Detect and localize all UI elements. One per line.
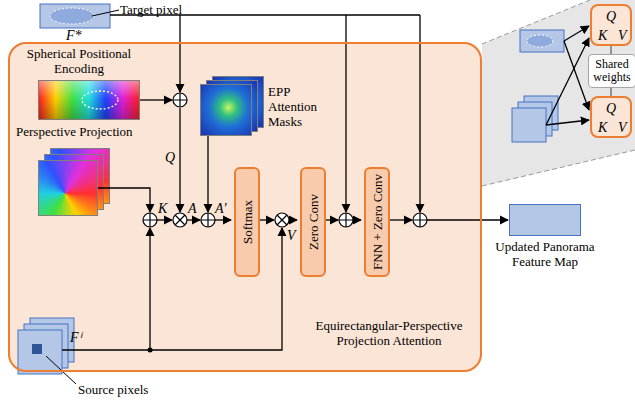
wire (324, 219, 338, 220)
multiply-symbol (275, 213, 289, 227)
wire (546, 120, 589, 125)
source-map (18, 330, 62, 374)
block-label: Zero Conv (306, 194, 321, 250)
zoom-region (482, 0, 635, 186)
symbol: Fⁱ (70, 330, 81, 345)
wire (427, 219, 508, 220)
softmax-box: Softmax (234, 167, 260, 277)
wire (187, 219, 200, 220)
section-label: Spherical Positional Encoding (14, 46, 144, 76)
wire (388, 219, 412, 220)
wire (546, 38, 589, 125)
wire (419, 15, 420, 212)
wire (140, 99, 172, 100)
matrix-symbol: K (598, 28, 607, 43)
feature-map-node: Updated Panorama Feature Map (485, 204, 605, 274)
matrix-symbol: Q (606, 9, 616, 24)
target-map (40, 4, 110, 28)
wire (258, 219, 274, 220)
section-label: Perspective Projection (16, 124, 133, 139)
matrix-symbol: K (598, 120, 607, 135)
wire (207, 136, 208, 212)
add-symbol (201, 213, 215, 227)
symbol: K (158, 201, 167, 216)
wire (179, 108, 180, 212)
matrix-symbol: V (618, 120, 627, 135)
connector (610, 88, 611, 96)
conv-box: Zero Conv (300, 167, 326, 277)
matrix-symbol: V (618, 28, 627, 43)
add-symbol (339, 213, 353, 227)
symbol: V (287, 228, 296, 243)
box-label: Shared weights (589, 58, 635, 84)
leader-line (46, 356, 76, 384)
multiply-symbol (173, 213, 187, 227)
add-symbol (413, 213, 427, 227)
symbol: F* (66, 28, 82, 43)
target-pixel (527, 35, 553, 47)
wire (564, 41, 589, 110)
callout: Source pixels (78, 382, 148, 397)
wire (157, 219, 172, 220)
wire (289, 219, 297, 220)
projection-image (38, 160, 98, 216)
pixel-region (82, 91, 118, 109)
attention-mask-image (200, 84, 252, 136)
map-label: Updated Panorama Feature Map (485, 239, 605, 269)
wire (564, 26, 589, 41)
add-symbol (173, 93, 187, 107)
attention-module-panel: Equirectangular-Perspective Projection A… (8, 42, 482, 372)
zoom-line (482, 150, 635, 186)
add-symbol (143, 213, 157, 227)
wire (179, 15, 180, 92)
block-label: Softmax (240, 200, 255, 244)
source-map (512, 108, 546, 142)
symbol: Q (165, 150, 175, 165)
wire (353, 219, 361, 220)
symbol: A (188, 201, 197, 216)
source-pixel (32, 344, 42, 354)
target-map (520, 30, 564, 52)
qkv-box: QKV (590, 4, 632, 46)
matrix-symbol: Q (606, 101, 616, 116)
leader-line (92, 10, 119, 16)
symbol: A′ (215, 201, 227, 216)
wire (345, 15, 346, 212)
panel-fill (8, 42, 482, 372)
connector (610, 46, 611, 54)
callout: Target pixel (120, 2, 182, 17)
wire (98, 188, 150, 212)
spherical-encoding-image (38, 80, 140, 120)
feature-map (509, 204, 581, 236)
wire (215, 219, 231, 220)
section-label: EPP Attention Masks (268, 84, 330, 129)
ffn-box: FNN + Zero Conv (364, 167, 390, 277)
junction-dot (148, 348, 153, 353)
module-title: Equirectangular-Perspective Projection A… (300, 318, 478, 348)
target-pixel (50, 8, 94, 24)
shared-weights-box: Shared weights (588, 54, 635, 88)
qkv-box: QKV (590, 96, 632, 138)
wire (149, 228, 150, 350)
block-label: FNN + Zero Conv (370, 174, 385, 270)
